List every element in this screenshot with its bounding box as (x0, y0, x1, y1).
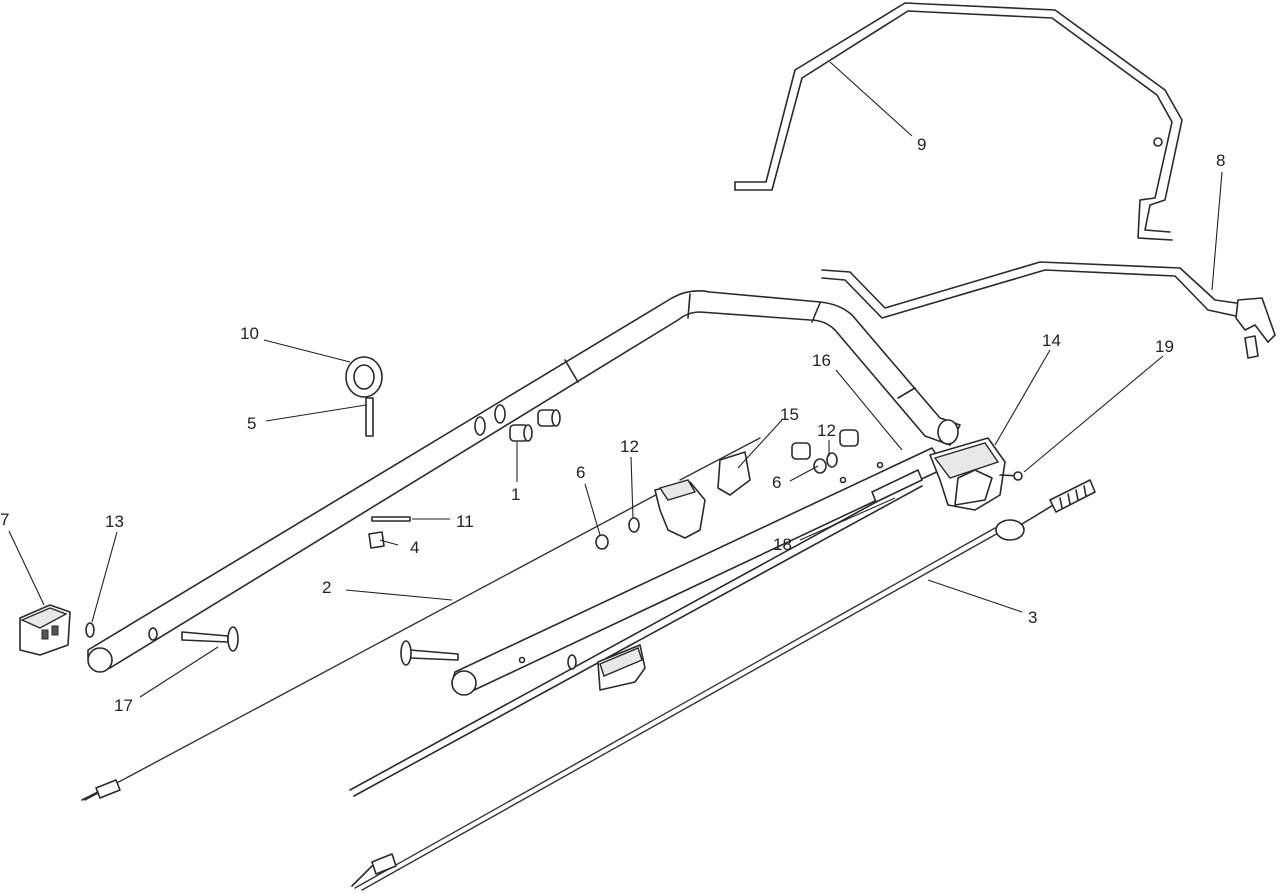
callout-10: 10 (240, 324, 259, 343)
callout-12-right: 12 (817, 421, 836, 440)
callout-8: 8 (1216, 151, 1225, 170)
callout-2: 2 (322, 578, 331, 597)
nut-6-right (813, 458, 827, 474)
bail-bar-lower (821, 261, 1276, 359)
bail-bar-upper (734, 2, 1183, 241)
callout-16: 16 (812, 351, 831, 370)
callout-15: 15 (780, 405, 799, 424)
callout-7: 7 (0, 510, 9, 529)
nut-6-left (595, 534, 609, 550)
callout-18: 18 (773, 535, 792, 554)
callout-3: 3 (1028, 608, 1037, 627)
callout-19: 19 (1155, 337, 1174, 356)
control-rod (349, 469, 923, 797)
bolt-lower (400, 640, 459, 666)
callout-6-left: 6 (576, 463, 585, 482)
lower-bracket (567, 644, 646, 691)
lower-handle-tube (451, 447, 946, 696)
upper-handle-tube (87, 290, 961, 673)
callout-9: 9 (917, 135, 926, 154)
callout-14: 14 (1042, 331, 1061, 350)
callout-13: 13 (105, 512, 124, 531)
bushing-1 (509, 409, 561, 442)
control-housing (929, 437, 1023, 511)
callout-12-left: 12 (620, 437, 639, 456)
nut-4 (368, 531, 385, 549)
washer-12-right (826, 452, 838, 468)
callout-17: 17 (114, 696, 133, 715)
cable-15 (81, 437, 761, 801)
bushing-right (791, 429, 859, 460)
cable-3 (351, 479, 1096, 891)
callout-11: 11 (456, 512, 474, 531)
callout-5: 5 (247, 414, 256, 433)
callout-6-right: 6 (772, 473, 781, 492)
washer-13 (85, 622, 95, 638)
leader-lines (8, 61, 1223, 698)
switch-block (19, 604, 71, 656)
callout-1: 1 (511, 485, 520, 504)
callout-4: 4 (410, 538, 419, 557)
bolt-17 (181, 626, 239, 652)
pin-11 (371, 516, 411, 522)
callout-labels: 1 2 3 4 5 6 6 7 8 9 10 11 12 12 13 14 15… (0, 135, 1225, 715)
screw-5 (365, 397, 374, 437)
ring-knob-10 (345, 356, 383, 398)
washer-12-left (628, 517, 640, 533)
